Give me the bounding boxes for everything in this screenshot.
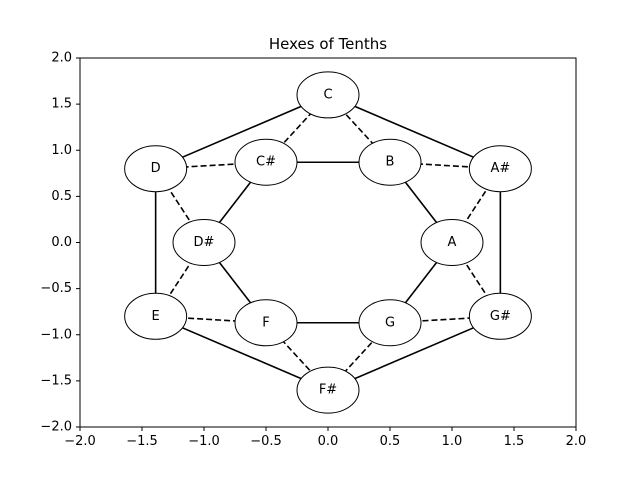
node-label-a-sharp: A# [490, 161, 510, 176]
node-f-sharp [296, 366, 360, 414]
y-tick-label: −0.5 [40, 281, 72, 296]
node-label-c-sharp: C# [256, 155, 276, 170]
chart-title: Hexes of Tenths [269, 35, 387, 53]
node-label-b: B [386, 155, 395, 170]
node-label-e: E [152, 309, 160, 324]
x-tick-label: 0.0 [318, 434, 339, 449]
node-f [234, 299, 298, 347]
solid-edge-f-sharp-e [155, 315, 329, 391]
node-label-c: C [323, 87, 332, 102]
x-tick-label: −1.5 [126, 434, 158, 449]
x-tick-label: 0.5 [380, 434, 401, 449]
x-tick-label: 1.0 [442, 434, 463, 449]
y-tick-label: −2.0 [40, 420, 72, 435]
node-b [358, 138, 422, 186]
node-a [420, 219, 484, 266]
node-label-d-sharp: D# [194, 235, 215, 250]
node-label-f: F [262, 315, 269, 330]
y-tick-label: 1.0 [51, 143, 72, 158]
x-tick-label: 2.0 [566, 434, 587, 449]
y-tick-label: −1.0 [40, 327, 72, 342]
solid-edge-g-sharp-f-sharp [327, 315, 501, 391]
y-tick-label: 1.5 [51, 97, 72, 112]
node-label-d: D [151, 161, 161, 176]
x-tick-label: 1.5 [504, 434, 525, 449]
axes-layer: −2.0 −1.5 −1.0 −0.5 0.0 0.5 1.0 1.5 2.0 −2.0 −1.5 −… [40, 51, 586, 450]
node-e [124, 292, 188, 340]
node-g-sharp [468, 292, 532, 340]
node-d-sharp [172, 219, 236, 266]
node-c-sharp [234, 138, 298, 186]
node-d [124, 145, 188, 193]
node-g [358, 299, 422, 347]
solid-edge-d-c [155, 94, 329, 170]
y-tick-label: 0.5 [51, 189, 72, 204]
node-label-a: A [448, 235, 457, 250]
node-c [296, 71, 360, 119]
y-tick-label: 2.0 [51, 51, 72, 66]
node-a-sharp [468, 145, 532, 193]
nodes-layer: C B A# A G# G F# F E D# D C# [124, 71, 532, 414]
node-label-g: G [385, 315, 395, 330]
y-tick-label: 0.0 [51, 235, 72, 250]
node-label-g-sharp: G# [490, 309, 511, 324]
x-tick-label: −1.0 [188, 434, 220, 449]
y-tick-label: −1.5 [40, 373, 72, 388]
node-label-f-sharp: F# [319, 383, 337, 398]
x-tick-label: −0.5 [250, 434, 282, 449]
solid-edge-c-a-sharp [327, 94, 501, 170]
x-tick-label: −2.0 [64, 434, 96, 449]
